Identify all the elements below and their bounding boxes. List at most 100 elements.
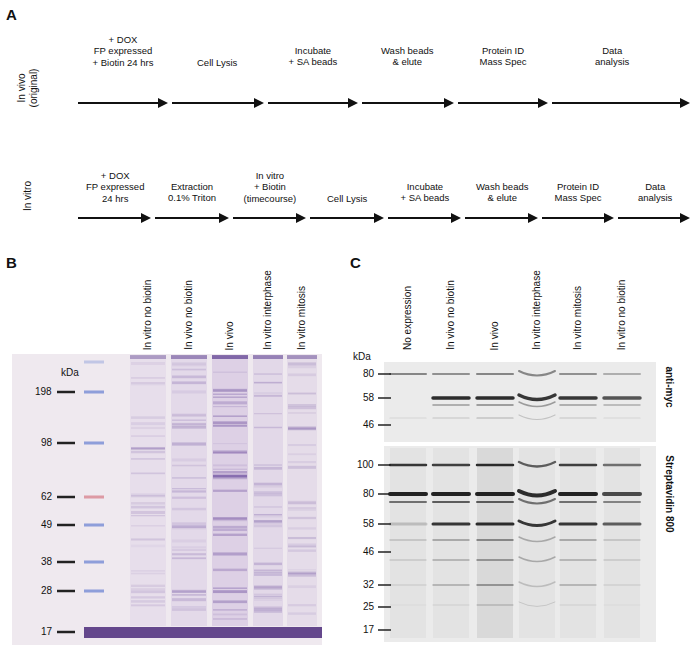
gel-band xyxy=(254,382,282,384)
gel-band xyxy=(288,517,316,519)
gel-band xyxy=(288,501,316,504)
mass-marker: 32 xyxy=(363,579,374,591)
mass-marker: 38 xyxy=(41,556,52,568)
blot-band xyxy=(519,557,555,562)
gel-band xyxy=(213,518,247,521)
gel-band xyxy=(254,548,282,549)
mass-tick xyxy=(378,551,391,553)
blot-band xyxy=(433,464,469,467)
step-label: Protein ID Mass Spec xyxy=(555,181,602,204)
gel-band xyxy=(172,488,206,489)
gel-band xyxy=(131,427,165,429)
blot-band xyxy=(560,584,596,586)
gel-band xyxy=(254,486,282,487)
blot-image xyxy=(390,371,640,638)
gel-band xyxy=(254,570,282,571)
blot-band xyxy=(519,371,555,376)
blot-band xyxy=(477,559,513,561)
gel-band xyxy=(288,444,316,446)
gel-band xyxy=(213,415,247,417)
mass-marker: 25 xyxy=(363,601,374,613)
gel-band xyxy=(131,451,165,453)
gel-band xyxy=(254,571,282,573)
dye-front xyxy=(84,627,322,638)
gel-band xyxy=(213,534,247,536)
mass-marker: 198 xyxy=(35,386,52,398)
arrow-shaft xyxy=(268,102,351,104)
mass-tick xyxy=(57,561,75,564)
gel-band xyxy=(288,528,316,530)
gel-band xyxy=(288,404,316,407)
gel-band xyxy=(131,382,165,385)
gel-lane xyxy=(287,356,317,626)
blot-band xyxy=(560,539,596,541)
gel-band xyxy=(213,609,247,610)
gel-band xyxy=(288,461,316,463)
blot-band xyxy=(477,396,513,400)
gel-band xyxy=(172,549,206,551)
gel-band xyxy=(172,423,206,426)
blot-band xyxy=(477,373,513,375)
ladder-band xyxy=(84,590,104,593)
arrow-head xyxy=(296,213,306,223)
gel-band xyxy=(288,426,316,429)
step-label: Cell Lysis xyxy=(327,193,367,204)
gel-band xyxy=(131,506,165,509)
gel-band xyxy=(254,373,282,374)
arrow-head xyxy=(374,213,384,223)
mass-marker: 46 xyxy=(363,419,374,431)
blot-band xyxy=(390,605,426,606)
gel-band xyxy=(213,421,247,424)
mass-tick xyxy=(378,523,391,525)
gel-band xyxy=(288,585,316,588)
gel-band xyxy=(254,594,282,595)
blot-band xyxy=(390,501,426,503)
blot-band xyxy=(560,404,596,406)
mass-tick xyxy=(57,442,75,445)
blot-band xyxy=(433,373,469,375)
gel-band xyxy=(288,543,316,546)
gel-band xyxy=(131,525,165,526)
blot-band xyxy=(604,464,640,467)
ladder-band xyxy=(84,524,104,527)
mass-marker: 58 xyxy=(363,392,374,404)
gel-band xyxy=(288,393,316,394)
gel-band xyxy=(254,516,282,517)
arrow-shaft xyxy=(362,102,447,104)
blot-band xyxy=(519,537,555,542)
mass-marker: 58 xyxy=(363,518,374,530)
gel-band xyxy=(131,585,165,587)
panel-letter: B xyxy=(6,254,17,272)
arrow-shaft xyxy=(542,217,607,219)
arrow-head xyxy=(451,213,461,223)
lane-label: In vitro no biotin xyxy=(616,279,628,350)
step-label: Wash beads & elute xyxy=(381,45,433,68)
blot-lane xyxy=(477,448,513,638)
gel-band xyxy=(254,395,282,397)
gel-band xyxy=(213,425,247,427)
gel-band xyxy=(131,473,165,475)
blot-band xyxy=(433,605,469,606)
step-label: + DOX FP expressed 24 hrs xyxy=(86,170,144,204)
lane-label: In vitro interphase xyxy=(531,270,543,350)
gel-band xyxy=(213,469,247,470)
blot-label: anti-myc xyxy=(662,366,674,407)
gel-band xyxy=(213,526,247,529)
gel-band xyxy=(172,477,206,478)
mass-tick xyxy=(378,464,391,466)
gel-band xyxy=(288,604,316,606)
mass-marker: 28 xyxy=(41,585,52,597)
arrow-shaft xyxy=(552,102,683,104)
gel-band xyxy=(288,509,316,510)
gel-band xyxy=(254,464,282,465)
blot-band xyxy=(604,584,640,586)
ladder-band xyxy=(84,442,104,445)
arrow-shaft xyxy=(172,102,257,104)
gel-band xyxy=(213,529,247,531)
gel-band xyxy=(131,495,165,497)
mass-marker: 98 xyxy=(41,437,52,449)
gel-band xyxy=(131,416,165,419)
row-label: In vivo (original) xyxy=(16,69,40,108)
blot-band xyxy=(604,559,640,561)
gel-band xyxy=(213,476,247,479)
